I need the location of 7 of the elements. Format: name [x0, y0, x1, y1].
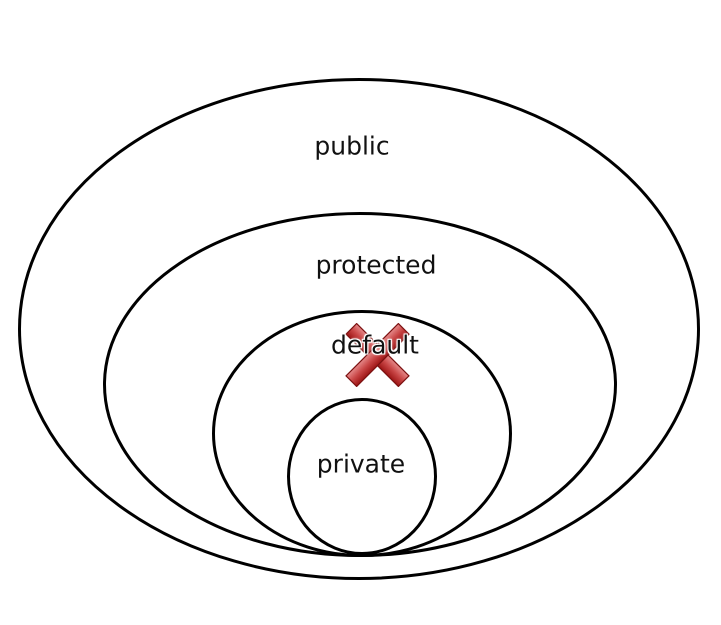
- scope-ellipse: [287, 398, 437, 555]
- scope-ellipse: [103, 212, 617, 557]
- scope-label: protected: [316, 251, 436, 279]
- scope-label: private: [316, 450, 406, 478]
- scope-label: public: [314, 132, 390, 160]
- scope-ellipse: [18, 78, 700, 580]
- scope-ellipse: [212, 310, 512, 557]
